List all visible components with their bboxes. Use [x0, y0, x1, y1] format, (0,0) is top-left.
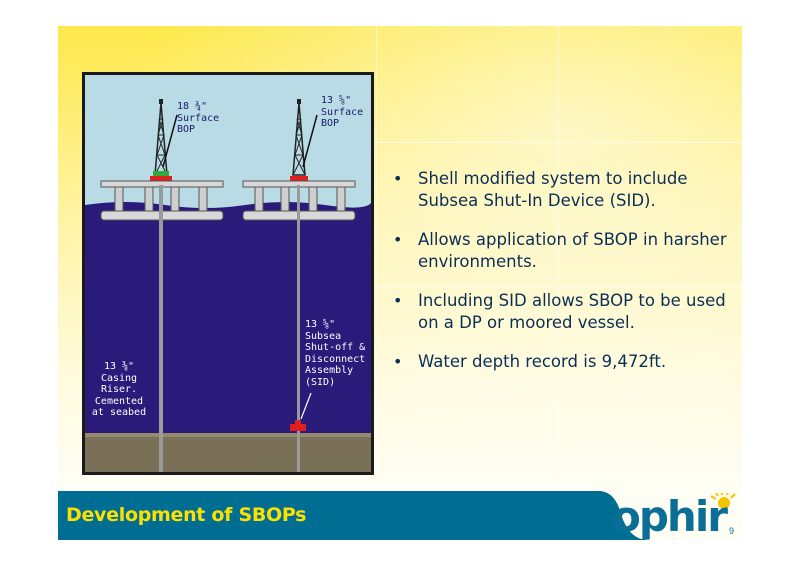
bullet-dot-icon: •: [393, 291, 403, 310]
sbop-diagram: 18 ¾" Surface BOP 13 ⅝" Surface BOP 13 ⅜…: [82, 72, 374, 475]
right-surface-bop-label: 13 ⅝" Surface BOP: [321, 95, 364, 129]
casing-riser-label: 13 ⅜" Casing Riser. Cemented at seabed: [91, 361, 147, 418]
right-rig: [242, 99, 356, 472]
sbop-diagram-drawing: [85, 75, 371, 472]
bullet-text: Shell modified system to include Subsea …: [418, 169, 688, 210]
slide: 18 ¾" Surface BOP 13 ⅝" Surface BOP 13 ⅜…: [58, 26, 742, 540]
grid-line: [376, 142, 742, 143]
title-bar-curve: [578, 491, 742, 540]
grid-line: [376, 286, 742, 287]
bullet-item: • Shell modified system to include Subsea…: [390, 168, 730, 212]
ophir-logo-text: ophir: [612, 492, 728, 540]
bullet-item: • Water depth record is 9,472ft.: [390, 351, 730, 373]
left-surface-bop-label: 18 ¾" Surface BOP: [177, 101, 220, 135]
bullet-dot-icon: •: [393, 230, 403, 249]
ophir-logo-icon: [710, 493, 736, 509]
bullet-text: Including SID allows SBOP to be used on …: [418, 291, 726, 332]
seabed: [85, 435, 371, 472]
left-rig: [100, 99, 224, 472]
sid-device: [290, 424, 306, 431]
bullet-text: Water depth record is 9,472ft.: [418, 352, 667, 371]
bullet-text: Allows application of SBOP in harsher en…: [418, 230, 727, 271]
grid-line: [558, 26, 559, 491]
subsea-assembly-label: 13 ⅝" Subsea Shut-off & Disconnect Assem…: [305, 319, 366, 388]
bullet-dot-icon: •: [393, 352, 403, 371]
slide-title: Development of SBOPs: [66, 504, 307, 526]
bullet-item: • Allows application of SBOP in harsher e…: [390, 229, 730, 273]
bullet-item: • Including SID allows SBOP to be used on…: [390, 290, 730, 334]
page-number: 9: [729, 526, 735, 536]
grid-line: [376, 26, 377, 491]
bullet-list: • Shell modified system to include Subsea…: [390, 168, 730, 390]
bullet-dot-icon: •: [393, 169, 403, 188]
